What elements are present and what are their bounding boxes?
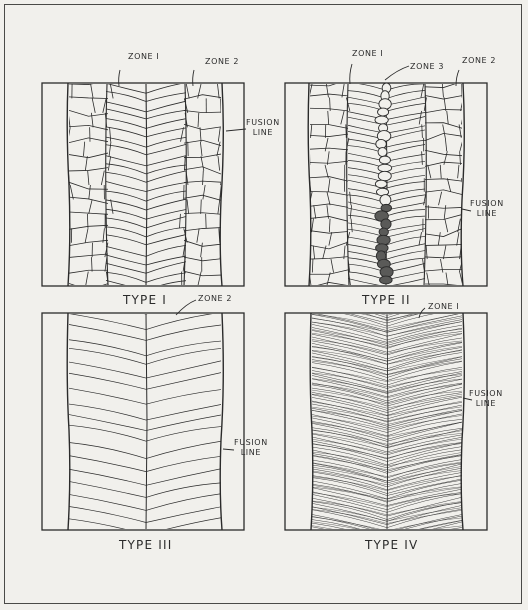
fusion-label-line2: LINE bbox=[469, 399, 503, 409]
fusion-label-line1: FUSION bbox=[469, 389, 503, 399]
panel-caption: TYPE IV bbox=[365, 538, 418, 552]
fusion-line-label: FUSION LINE bbox=[469, 389, 503, 409]
zone-label: ZONE I bbox=[428, 302, 459, 311]
grain-structure bbox=[312, 295, 463, 548]
